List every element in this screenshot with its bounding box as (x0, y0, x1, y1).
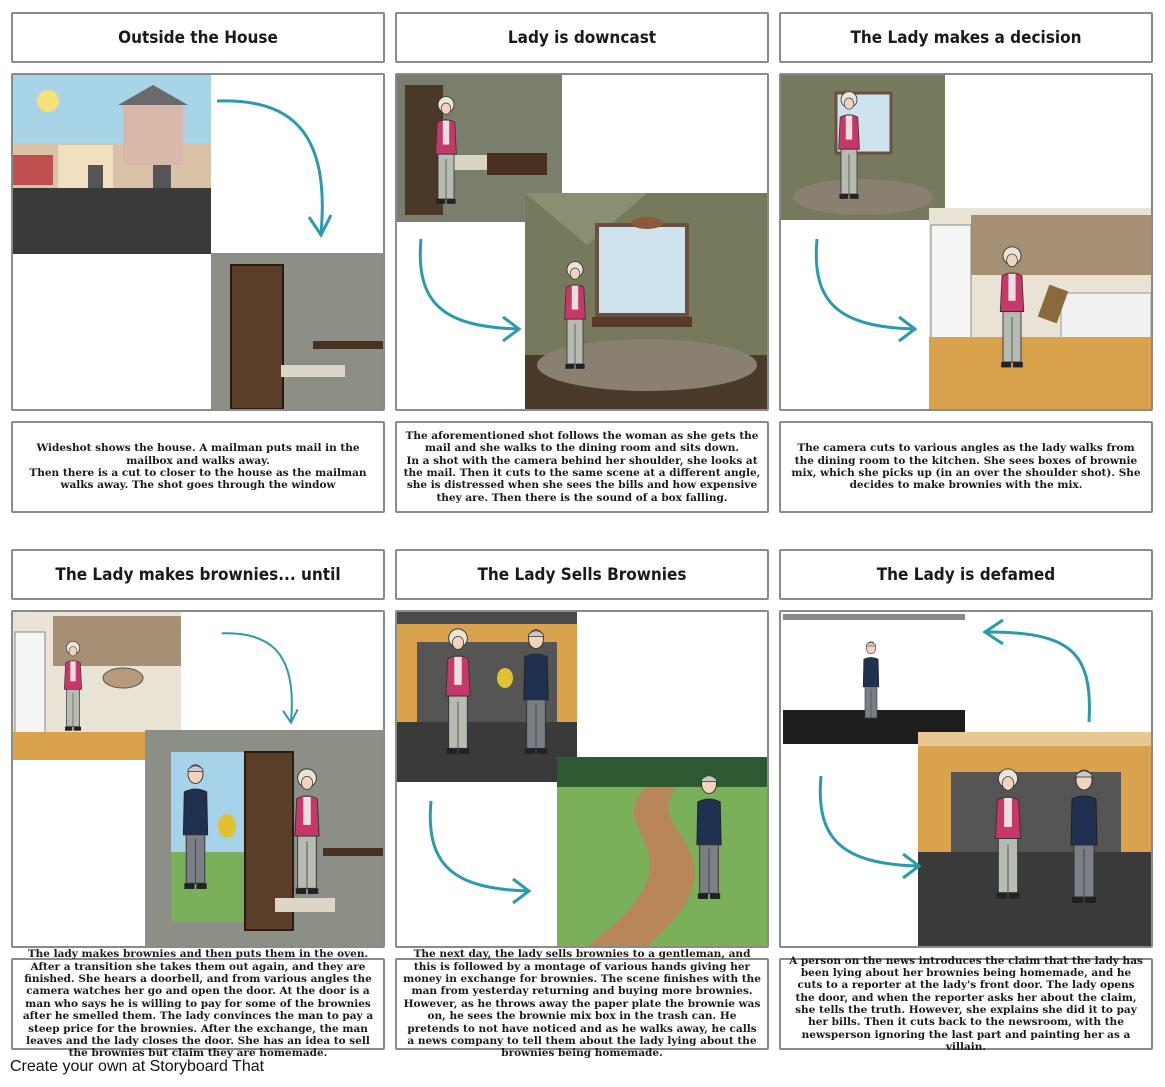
footer-credit[interactable]: Create your own at Storyboard That (10, 1058, 265, 1075)
scene-defamed (783, 614, 1151, 946)
scene-lady-mail (397, 75, 767, 409)
panel-description: The camera cuts to various angles as the… (779, 421, 1153, 513)
scene-panel (11, 73, 385, 411)
panel-title: Outside the House (11, 12, 385, 63)
panel-description-text: The lady makes brownies and then puts th… (22, 948, 374, 1060)
scene-sells-brownies (397, 612, 767, 946)
panel-description-text: The aforementioned shot follows the woma… (403, 429, 761, 504)
panel-title-text: Outside the House (118, 27, 278, 48)
scene-panel (395, 610, 769, 948)
scene-outside-house (13, 75, 383, 409)
scene-panel (779, 73, 1153, 411)
panel-description-text: Wideshot shows the house. A mailman puts… (29, 442, 367, 492)
panel-description: The lady makes brownies and then puts th… (11, 948, 385, 1059)
panel-description: The next day, the lady sells brownies to… (395, 948, 769, 1059)
scene-decision (781, 75, 1151, 409)
panel-description: Wideshot shows the house. A mailman puts… (11, 421, 385, 513)
scene-panel (395, 73, 769, 411)
panel-title-text: The Lady is defamed (876, 564, 1056, 585)
panel-title: The Lady makes a decision (779, 12, 1153, 63)
panel-title-text: The Lady makes a decision (850, 27, 1082, 48)
panel-description-text: The camera cuts to various angles as the… (791, 442, 1141, 492)
panel-title: The Lady is defamed (779, 549, 1153, 600)
panel-description: The aforementioned shot follows the woma… (395, 421, 769, 513)
panel-title-text: Lady is downcast (507, 27, 657, 48)
scene-panel (11, 610, 385, 948)
panel-title-text: The Lady makes brownies... until (55, 564, 341, 585)
panel-description-text: The next day, the lady sells brownies to… (403, 948, 761, 1060)
panel-description-text: A person on the news introduces the clai… (789, 954, 1143, 1054)
panel-title: Lady is downcast (395, 12, 769, 63)
scene-panel (779, 610, 1153, 948)
scene-brownies-door (13, 612, 383, 946)
panel-title-text: The Lady Sells Brownies (477, 564, 687, 585)
panel-description: A person on the news introduces the clai… (779, 955, 1153, 1053)
panel-title: The Lady Sells Brownies (395, 549, 769, 600)
panel-title: The Lady makes brownies... until (11, 549, 385, 600)
